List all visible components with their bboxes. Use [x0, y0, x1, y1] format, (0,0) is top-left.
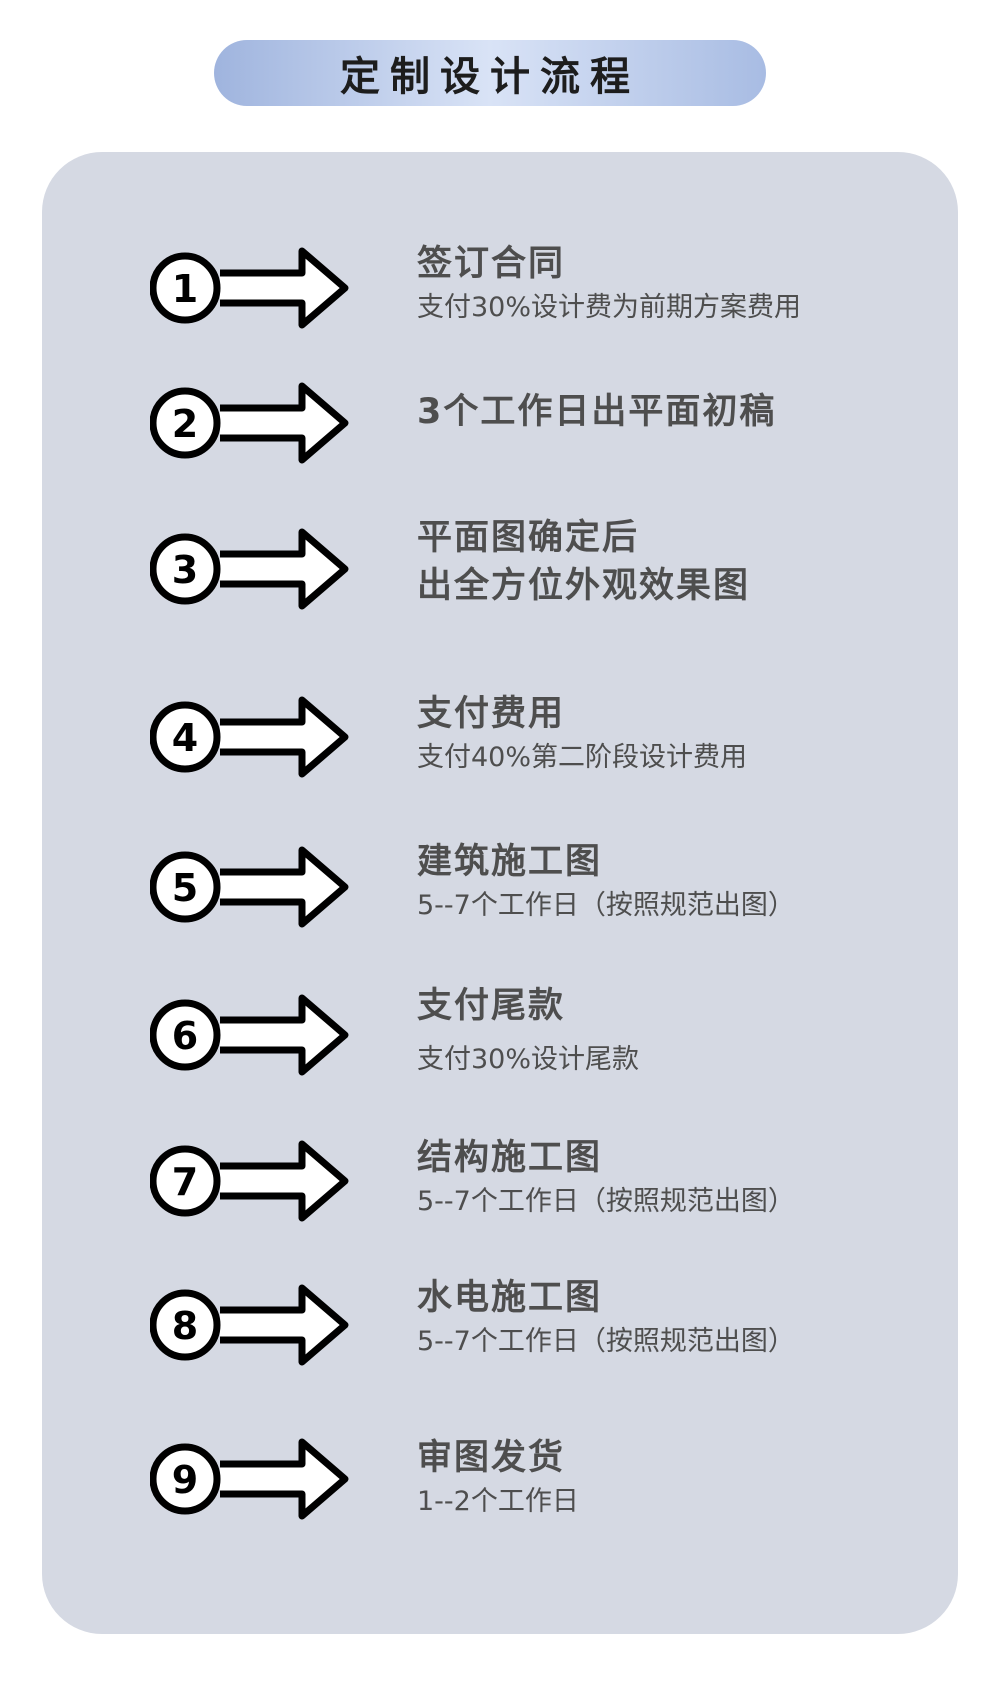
step-6-arrow-icon: 6	[150, 990, 364, 1080]
step-1-subtitle: 支付30%设计费为前期方案费用	[417, 292, 802, 323]
step-3-number: 3	[172, 548, 198, 592]
step-4-arrow-icon: 4	[150, 692, 364, 782]
step-6-subtitle: 支付30%设计尾款	[417, 1044, 640, 1075]
step-7-title: 结构施工图	[417, 1138, 603, 1178]
step-6: 6 支付尾款 支付30%设计尾款	[42, 982, 958, 1112]
step-3-title: 平面图确定后	[417, 518, 640, 558]
step-3: 3 平面图确定后 出全方位外观效果图	[42, 514, 958, 644]
step-5-title: 建筑施工图	[417, 842, 603, 882]
step-5: 5 建筑施工图 5--7个工作日（按照规范出图）	[42, 838, 958, 968]
step-9-number: 9	[172, 1458, 198, 1502]
step-8-number: 8	[172, 1304, 198, 1348]
step-7-subtitle: 5--7个工作日（按照规范出图）	[417, 1186, 795, 1217]
step-6-title: 支付尾款	[417, 986, 566, 1026]
process-panel: 1 签订合同 支付30%设计费为前期方案费用 2 3个工作日出平面初稿 3	[42, 152, 958, 1634]
step-9-title: 审图发货	[417, 1438, 566, 1478]
step-7-arrow-icon: 7	[150, 1136, 364, 1226]
step-1-number: 1	[172, 267, 198, 311]
step-2-arrow-icon: 2	[150, 378, 364, 468]
step-1: 1 签订合同 支付30%设计费为前期方案费用	[42, 240, 958, 370]
step-5-arrow-icon: 5	[150, 842, 364, 932]
step-4-title: 支付费用	[417, 694, 566, 734]
step-3-title-line2: 出全方位外观效果图	[417, 566, 751, 606]
step-5-number: 5	[172, 866, 198, 910]
step-6-number: 6	[172, 1014, 198, 1058]
step-5-subtitle: 5--7个工作日（按照规范出图）	[417, 890, 795, 921]
step-1-arrow-icon: 1	[150, 243, 364, 333]
step-8-title: 水电施工图	[417, 1278, 603, 1318]
step-4-subtitle: 支付40%第二阶段设计费用	[417, 742, 748, 773]
step-4-number: 4	[172, 716, 198, 760]
step-1-title: 签订合同	[417, 244, 566, 284]
step-9: 9 审图发货 1--2个工作日	[42, 1434, 958, 1564]
step-8: 8 水电施工图 5--7个工作日（按照规范出图）	[42, 1274, 958, 1404]
step-2-number: 2	[172, 402, 198, 446]
step-4: 4 支付费用 支付40%第二阶段设计费用	[42, 690, 958, 820]
step-7-number: 7	[172, 1160, 198, 1204]
step-8-arrow-icon: 8	[150, 1280, 364, 1370]
step-8-subtitle: 5--7个工作日（按照规范出图）	[417, 1326, 795, 1357]
step-3-arrow-icon: 3	[150, 524, 364, 614]
step-7: 7 结构施工图 5--7个工作日（按照规范出图）	[42, 1134, 958, 1264]
step-2: 2 3个工作日出平面初稿	[42, 382, 958, 518]
step-9-subtitle: 1--2个工作日	[417, 1486, 579, 1517]
title-banner: 定制设计流程	[214, 40, 766, 106]
page-title: 定制设计流程	[340, 54, 640, 100]
step-2-title: 3个工作日出平面初稿	[417, 392, 777, 432]
step-9-arrow-icon: 9	[150, 1434, 364, 1524]
